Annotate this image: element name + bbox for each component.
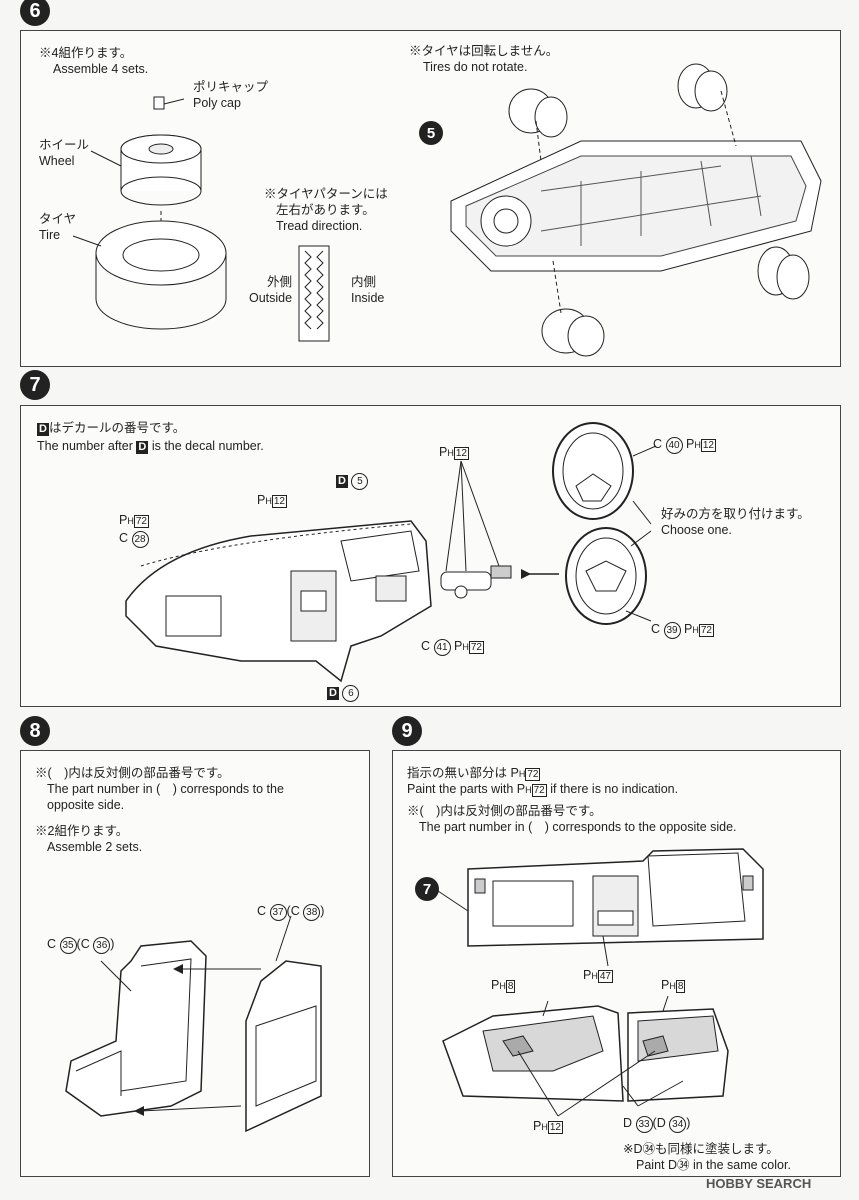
step-7-badge: 7	[20, 370, 50, 400]
decal-note-en: The number after D is the decal number.	[37, 439, 264, 454]
assemble-note-jp: ※4組作ります。	[39, 46, 133, 60]
step-9-illustration	[437, 848, 764, 1117]
same-color-note-jp: ※D㉞も同様に塗装します。	[623, 1142, 779, 1156]
c28-label: C 28	[119, 530, 149, 548]
d33-d34-label: D 33(D 34)	[623, 1115, 690, 1133]
c35-c36-label: C 35(C 36)	[47, 936, 114, 954]
step-6-panel: ※4組作ります。 Assemble 4 sets. ポリキャップ Poly ca…	[20, 30, 841, 367]
outside-label-en: Outside	[249, 291, 293, 305]
sets-note-en: Assemble 2 sets.	[47, 840, 143, 854]
tire-label-en: Tire	[39, 228, 61, 242]
paren-note-en-2: opposite side.	[47, 798, 125, 812]
paren-note-jp: ※( )内は反対側の部品番号です。	[35, 766, 230, 780]
tire-label-jp: タイヤ	[39, 212, 77, 226]
wheel-label-jp: ホイール	[39, 138, 90, 152]
wheel-label-en: Wheel	[39, 154, 75, 168]
decal-d6-label: D 6	[327, 684, 360, 702]
step-8-illustration	[65, 915, 322, 1133]
step-9-badge: 9	[392, 716, 422, 746]
step-7-illustration	[125, 422, 657, 683]
assemble-note-en: Assemble 4 sets.	[53, 62, 149, 76]
sets-note-jp: ※2組作ります。	[35, 824, 129, 838]
outside-label-jp: 外側	[267, 275, 293, 289]
paren-note-en-1: The part number in ( ) corresponds to th…	[47, 782, 284, 796]
watermark: HOBBY SEARCH	[706, 1176, 812, 1191]
inside-label-en: Inside	[351, 291, 385, 305]
norotate-note-jp: ※タイヤは回転しません。	[409, 44, 559, 58]
step-8-badge: 8	[20, 716, 50, 746]
step-8-panel: ※( )内は反対側の部品番号です。 The part number in ( )…	[20, 750, 370, 1177]
tread-note-jp-1: ※タイヤパターンには	[264, 187, 388, 201]
polycap-label-jp: ポリキャップ	[193, 80, 269, 94]
step-5-reference-badge: 5	[419, 121, 443, 145]
polycap-label-en: Poly cap	[193, 96, 241, 110]
norotate-note-en: Tires do not rotate.	[423, 60, 528, 74]
step-6-illustration	[72, 63, 822, 357]
choose-note-jp: 好みの方を取り付けます。	[661, 507, 810, 521]
paren-note-jp-9: ※( )内は反対側の部品番号です。	[407, 804, 602, 818]
decal-d5-label: D 5	[336, 472, 369, 490]
same-color-note-en: Paint D㉞ in the same color.	[636, 1158, 791, 1172]
step-6-badge: 6	[20, 0, 50, 26]
tread-note-en: Tread direction.	[276, 219, 363, 233]
paren-note-en-9: The part number in ( ) corresponds to th…	[419, 820, 737, 834]
c37-c38-label: C 37(C 38)	[257, 903, 324, 921]
tread-note-jp-2: 左右があります。	[276, 203, 375, 217]
choose-note-en: Choose one.	[661, 523, 732, 537]
inside-label-jp: 内側	[351, 275, 377, 289]
step-7-reference-badge: 7	[415, 877, 439, 901]
